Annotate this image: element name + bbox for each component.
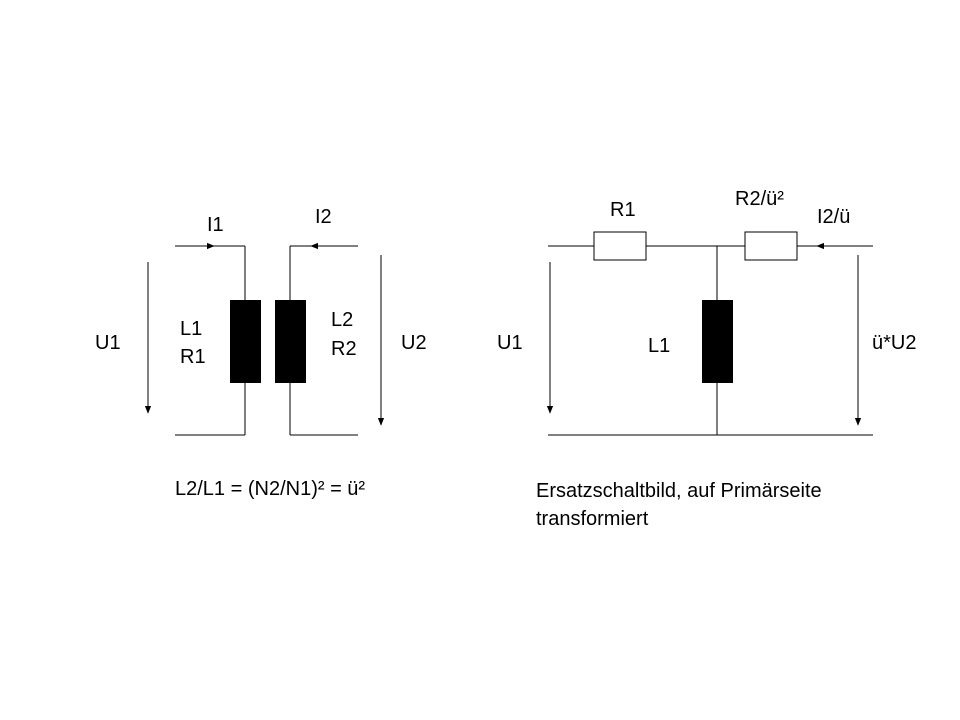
voltage-primary-label-right: U1 [497, 332, 523, 354]
current-primary-label: I1 [207, 214, 224, 236]
primary-coil [230, 300, 261, 383]
secondary-resistance-label: R2 [331, 338, 357, 360]
secondary-coil [275, 300, 306, 383]
current-secondary-label: I2 [315, 206, 332, 228]
r1-label: R1 [610, 199, 636, 221]
current-transformed-label: I2/ü [817, 206, 850, 228]
primary-resistance-label: R1 [180, 346, 206, 368]
transformer-diagram: I1 I2 U1 U2 L1 R1 L2 R2 L2/L1 = (N2/N1)²… [95, 206, 427, 500]
r2-transformed-label: R2/ü² [735, 188, 784, 210]
voltage-primary-label: U1 [95, 332, 121, 354]
equivalent-circuit-diagram: R1 R2/ü² I2/ü U1 L1 ü*U2 Ersatzschaltbil… [497, 188, 916, 530]
resistor-r1 [593, 231, 647, 261]
inductor-l1-label: L1 [648, 335, 670, 357]
resistor-r2-transformed [744, 231, 798, 261]
secondary-inductance-label: L2 [331, 309, 353, 331]
voltage-transformed-label: ü*U2 [872, 332, 916, 354]
primary-inductance-label: L1 [180, 318, 202, 340]
caption-line-2: transformiert [536, 508, 649, 530]
inductor-l1 [702, 300, 733, 383]
turns-ratio-formula: L2/L1 = (N2/N1)² = ü² [175, 478, 365, 500]
caption-line-1: Ersatzschaltbild, auf Primärseite [536, 480, 822, 502]
voltage-secondary-label: U2 [401, 332, 427, 354]
